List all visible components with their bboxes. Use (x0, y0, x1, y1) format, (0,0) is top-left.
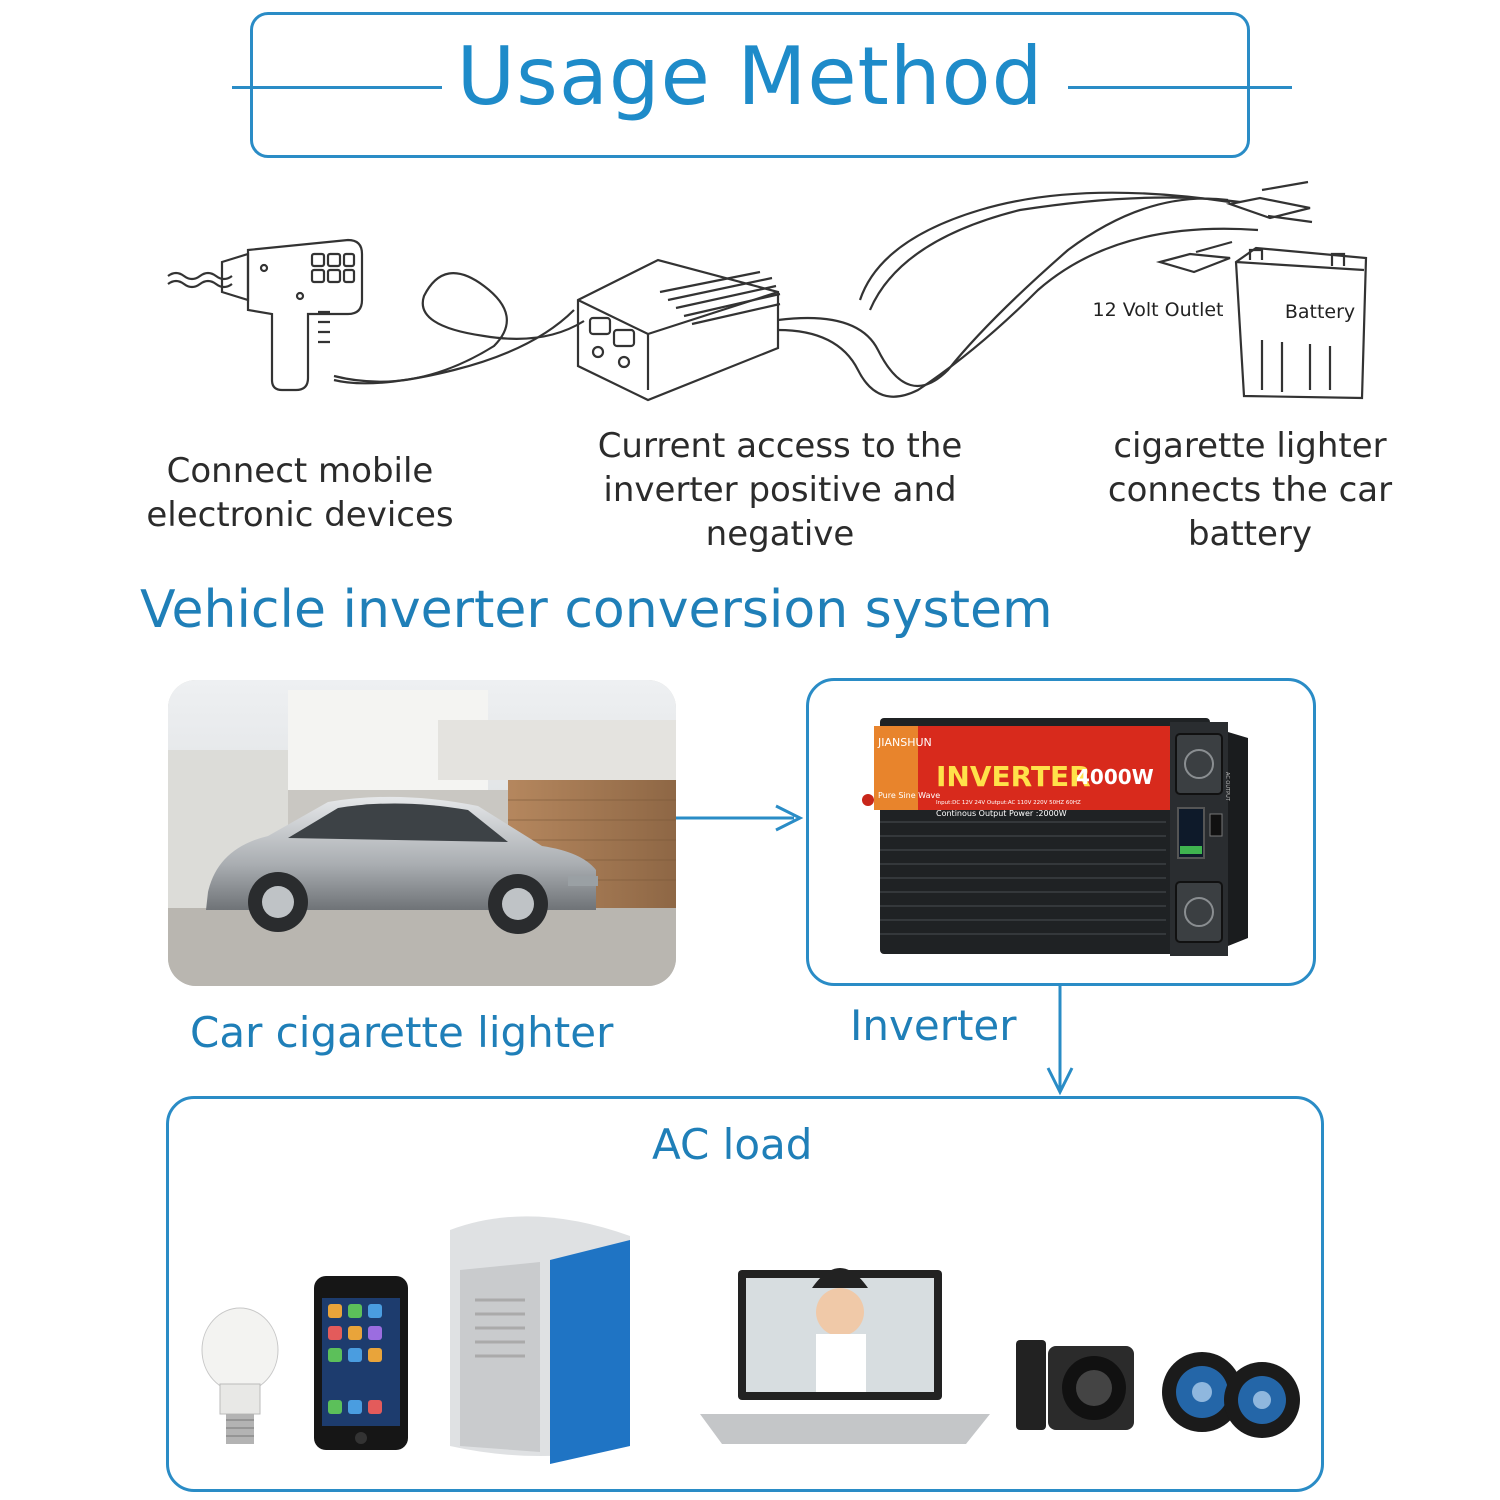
phone-icon (314, 1276, 408, 1450)
inverter-spec: Input:DC 12V 24V Output:AC 110V 220V 50H… (936, 800, 1081, 806)
inverter-model: INVERTER (936, 760, 1091, 793)
inverter-waveform: Pure Sine Wave (878, 791, 940, 800)
inverter-photo: JIANSHUN INVERTER 4000W Pure Sine Wave I… (862, 718, 1248, 956)
cooler-icon (450, 1216, 630, 1464)
title-rule-right (1068, 86, 1292, 89)
inverter-ac-output: AC OUTPUT (1224, 772, 1230, 802)
drill-icon (167, 238, 364, 392)
car-label: Car cigarette lighter (190, 1008, 614, 1057)
ac-load-frame (166, 1096, 1324, 1492)
inverter-frame (806, 678, 1316, 986)
battery-label: Battery (1285, 301, 1355, 323)
speaker-icon (1162, 1352, 1300, 1438)
inverter-brand: JIANSHUN (877, 736, 932, 749)
arrow-down-icon (1046, 986, 1074, 1096)
caption-battery: cigarette lighter connects the car batte… (1107, 426, 1393, 554)
outlet-label: 12 Volt Outlet (1093, 299, 1224, 321)
wiring-diagram: 12 Volt Outlet Battery (167, 180, 1368, 402)
inverter-label: Inverter (850, 1001, 1017, 1050)
ac-load-devices (201, 1216, 1300, 1464)
inverter-continuous: Continous Output Power :2000W (936, 809, 1067, 818)
page-title: Usage Method (456, 30, 1044, 123)
caption-devices: Connect mobile electronic devices (146, 451, 454, 535)
title-frame (250, 12, 1250, 158)
car-photo (168, 680, 676, 986)
small-inverter-icon (576, 258, 781, 402)
caption-access: Current access to the inverter positive … (597, 426, 963, 554)
camera-icon (1016, 1340, 1134, 1430)
section-title: Vehicle inverter conversion system (140, 580, 1053, 640)
title-rule-left (232, 86, 442, 89)
laptop-icon (700, 1268, 990, 1444)
ac-load-title: AC load (652, 1120, 813, 1169)
arrow-right-icon (676, 804, 804, 832)
battery-icon (1234, 246, 1368, 400)
bulb-icon (201, 1307, 279, 1444)
clamp-icon (1155, 180, 1313, 274)
inverter-power: 4000W (1076, 765, 1154, 789)
